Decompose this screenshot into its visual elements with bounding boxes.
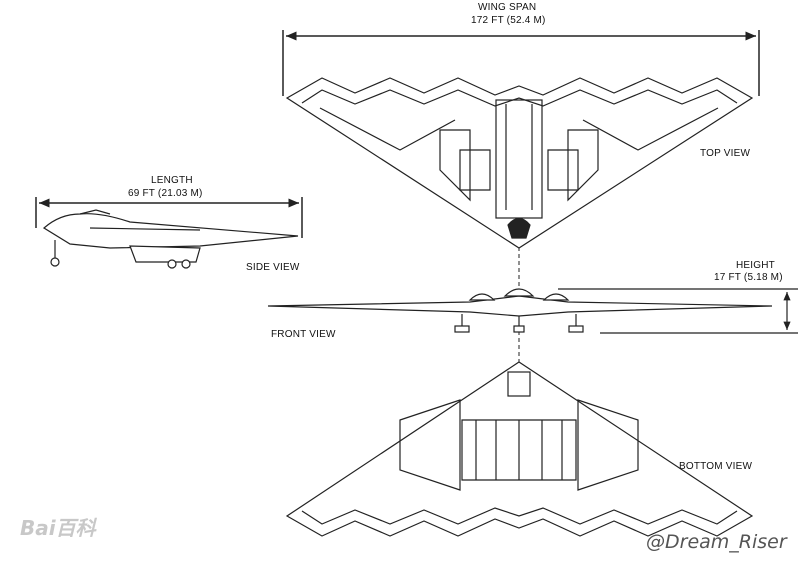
bottom-view-aircraft: [285, 361, 754, 537]
author-watermark: @Dream_Riser: [646, 531, 787, 553]
length-value: 69 FT (21.03 M): [128, 188, 203, 199]
side-view-label: SIDE VIEW: [246, 262, 300, 273]
top-view-aircraft: [285, 77, 754, 249]
wingspan-value: 172 FT (52.4 M): [471, 15, 546, 26]
baidu-watermark: Bai百科: [20, 516, 96, 540]
height-value: 17 FT (5.18 M): [714, 272, 783, 283]
front-view-aircraft: [267, 288, 773, 333]
height-dimension: [558, 288, 798, 334]
bottom-view-label: BOTTOM VIEW: [679, 461, 753, 472]
wingspan-title: WING SPAN: [478, 2, 537, 13]
length-dimension: [35, 197, 303, 238]
top-view-label: TOP VIEW: [700, 148, 751, 159]
wingspan-dimension: [282, 30, 760, 96]
height-title: HEIGHT: [736, 260, 775, 271]
length-title: LENGTH: [151, 175, 193, 186]
front-view-label: FRONT VIEW: [271, 329, 336, 340]
side-view-aircraft: [42, 209, 299, 269]
